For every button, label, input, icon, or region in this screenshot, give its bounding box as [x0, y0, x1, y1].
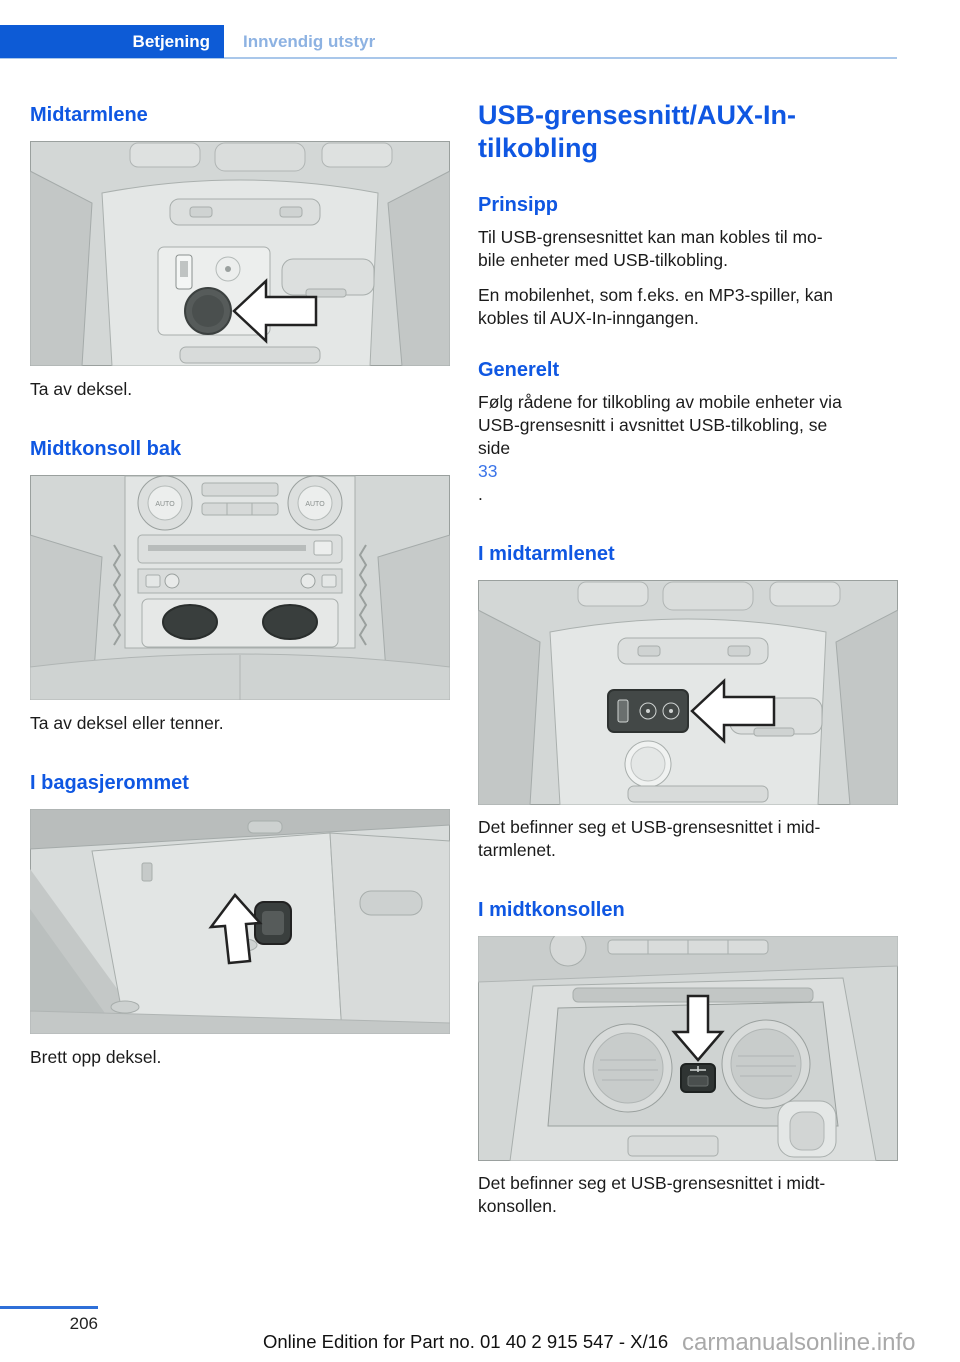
paragraph-generelt: Følg rådene for tilkobling av mobile enh…	[478, 391, 898, 506]
page-title-line1: USB-grensesnitt/AUX-In-	[478, 100, 797, 130]
caption-i-midtarmlenet: Det befinner seg et USB-grensesnittet i …	[478, 816, 898, 862]
heading-generelt: Generelt	[478, 359, 560, 381]
armrest-aux-cover-illustration	[30, 141, 450, 366]
page-title: USB-grensesnitt/AUX-In- tilkobling	[478, 99, 898, 165]
chapter-tab: Betjening	[0, 25, 224, 58]
text-line: USB-grensesnitt i avsnittet USB-tilkobli…	[478, 415, 828, 435]
arrow-icon	[671, 994, 725, 1062]
usb-port	[617, 699, 629, 723]
figure-midtarmlene	[30, 141, 450, 366]
armrest-usb-aux-illustration	[478, 580, 898, 805]
text-line: Det befinner seg et USB-grensesnittet i …	[478, 817, 821, 837]
arrow-icon	[232, 278, 318, 344]
text-fragment: side	[478, 438, 511, 458]
cd-slot	[148, 545, 306, 551]
header-rule	[0, 57, 897, 59]
text-line: side 33.	[478, 437, 898, 506]
heading-bagasjerommet: I bagasjerommet	[30, 772, 189, 794]
figure-i-midtkonsollen	[478, 936, 898, 1161]
section-tab: Innvendig utstyr	[243, 25, 375, 58]
watermark: carmanualsonline.info	[682, 1329, 916, 1356]
right-column: USB-grensesnitt/AUX-In- tilkobling Prins…	[478, 95, 898, 1218]
center-console-usb-illustration	[478, 936, 898, 1161]
luggage-compartment-socket-illustration	[30, 809, 450, 1034]
section-tab-label: Innvendig utstyr	[243, 31, 376, 51]
text-line: tarmlenet.	[478, 840, 556, 860]
edition-note: Online Edition for Part no. 01 40 2 915 …	[263, 1331, 669, 1352]
caption-i-midtkonsollen: Det befinner seg et USB-grensesnittet i …	[478, 1172, 898, 1218]
knob-label: AUTO	[305, 501, 325, 508]
figure-midtkonsoll-bak: AUTO AUTO	[30, 475, 450, 700]
heading-i-midtarmlenet: I midtarmlenet	[478, 543, 615, 565]
chapter-tab-label: Betjening	[132, 31, 210, 51]
caption-bagasjerommet: Brett opp deksel.	[30, 1047, 162, 1067]
arrow-icon	[690, 678, 776, 744]
text-line: kobles til AUX-In-inngangen.	[478, 308, 699, 328]
text-line: Det befinner seg et USB-grensesnittet i …	[478, 1173, 826, 1193]
caption-midtkonsoll-bak: Ta av deksel eller tenner.	[30, 713, 224, 733]
page-reference-link[interactable]: 33	[478, 461, 498, 481]
heading-i-midtkonsollen: I midtkonsollen	[478, 899, 625, 921]
heading-prinsipp: Prinsipp	[478, 194, 559, 216]
arrow-icon	[208, 893, 263, 965]
handle-recess	[359, 890, 423, 916]
page-number: 206	[69, 1314, 98, 1333]
figure-bagasjerommet	[30, 809, 450, 1034]
text-line: bile enheter med USB-tilkobling.	[478, 250, 728, 270]
heading-midtarmlene: Midtarmlene	[30, 104, 148, 126]
footer-rule	[0, 1306, 98, 1309]
paragraph-prinsipp-2: En mobilenhet, som f.eks. en MP3-spiller…	[478, 284, 898, 330]
figure-i-midtarmlenet	[478, 580, 898, 805]
knob-label: AUTO	[155, 501, 175, 508]
text-line: En mobilenhet, som f.eks. en MP3-spiller…	[478, 285, 834, 305]
text-line: Følg rådene for tilkobling av mobile enh…	[478, 392, 842, 412]
text-line: Til USB-grensesnittet kan man kobles til…	[478, 227, 823, 247]
left-column: Midtarmlene Ta av deksel. Midt	[30, 95, 450, 1069]
caption-midtarmlene: Ta av deksel.	[30, 379, 133, 399]
socket-left	[162, 604, 218, 640]
page-title-line2: tilkobling	[478, 133, 598, 163]
heading-midtkonsoll-bak: Midtkonsoll bak	[30, 438, 182, 460]
text-fragment: .	[478, 484, 483, 504]
socket-right	[262, 604, 318, 640]
text-line: konsollen.	[478, 1196, 557, 1216]
rear-center-console-illustration: AUTO AUTO	[30, 475, 450, 700]
paragraph-prinsipp-1: Til USB-grensesnittet kan man kobles til…	[478, 226, 898, 272]
aux-in-jack	[639, 702, 657, 720]
